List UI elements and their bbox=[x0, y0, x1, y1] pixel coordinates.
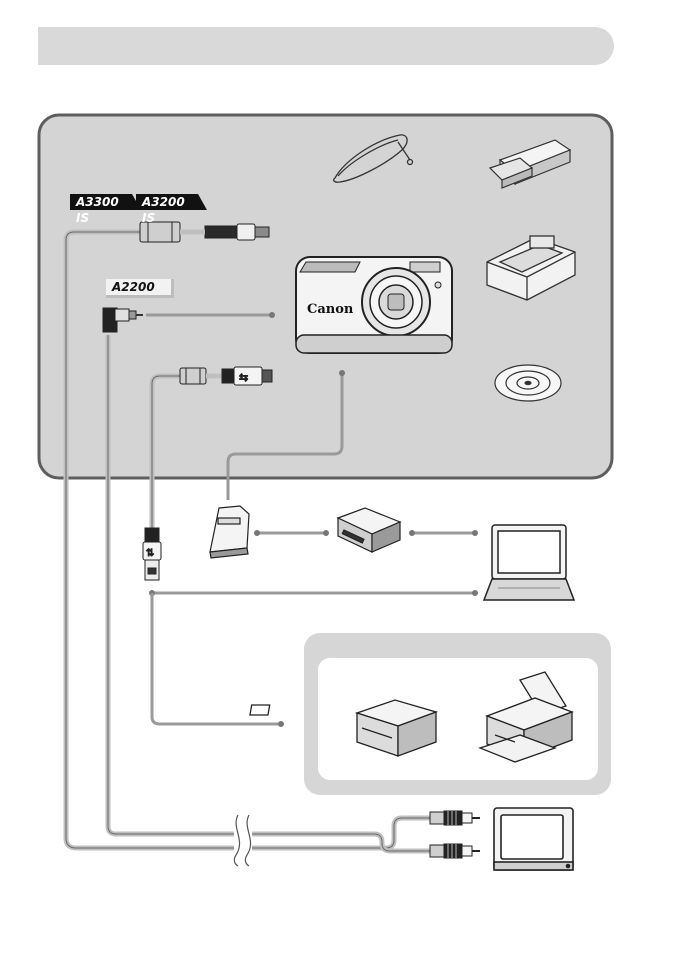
camera-brand-label: Canon bbox=[307, 302, 354, 317]
software-cd-icon bbox=[495, 365, 561, 401]
card-reader-icon bbox=[338, 508, 400, 552]
computer-icon bbox=[484, 525, 574, 600]
model-tag-a2200-label: A2200 bbox=[112, 280, 155, 294]
television-icon bbox=[494, 808, 573, 870]
camera-icon: Canon bbox=[296, 257, 452, 353]
rca-plug-white-icon bbox=[430, 844, 480, 858]
model-tag-a3300: A3300 IS bbox=[70, 194, 132, 210]
memory-card-icon bbox=[210, 506, 249, 558]
usb-mini-connector-icon: ⇆ bbox=[180, 367, 272, 385]
usb-to-printer-line bbox=[152, 593, 280, 724]
cable-break-symbol bbox=[234, 815, 252, 866]
svg-text:⇆: ⇆ bbox=[239, 371, 248, 384]
model-tag-a3200: A3200 IS bbox=[136, 194, 198, 210]
usb-a-connector-icon: ⇅ bbox=[143, 528, 161, 580]
model-tag-a2200: A2200 bbox=[106, 279, 174, 298]
svg-text:⇅: ⇅ bbox=[146, 548, 154, 559]
rca-plug-yellow-icon bbox=[430, 811, 480, 825]
